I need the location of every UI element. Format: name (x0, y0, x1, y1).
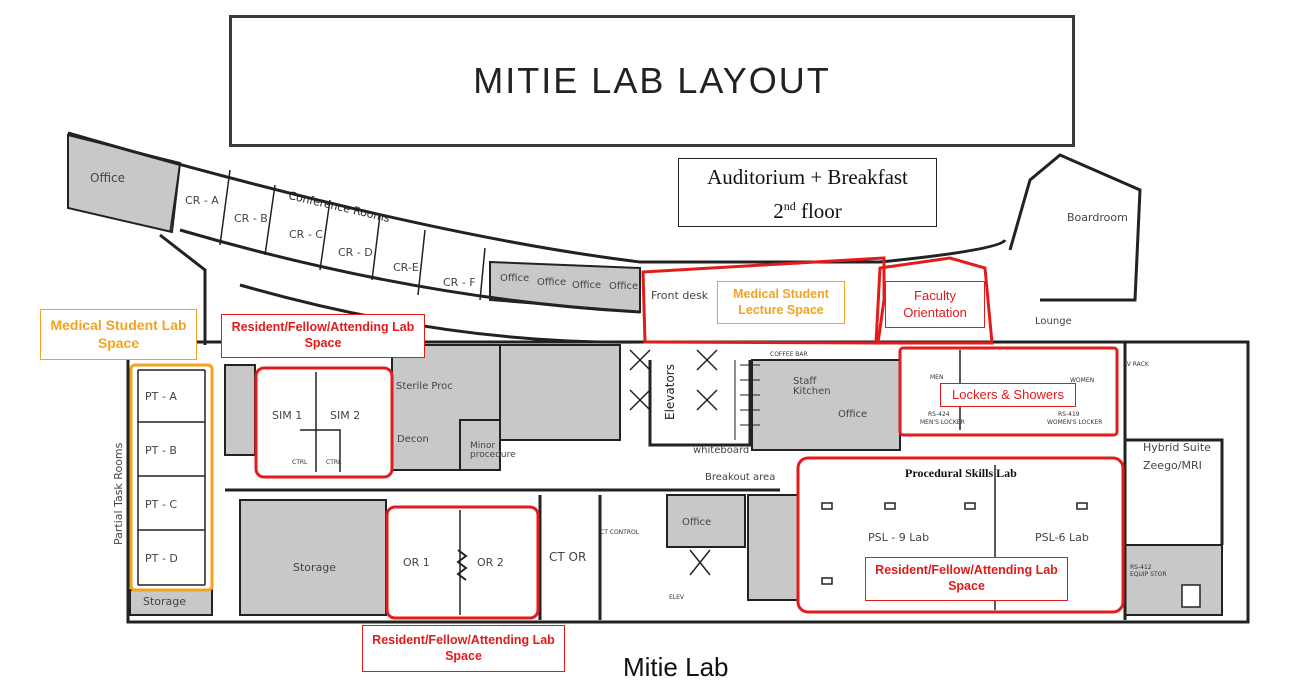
room-label: Lounge (1035, 316, 1072, 327)
room-label: whiteboard (693, 445, 750, 456)
room-label: CR - D (338, 246, 373, 259)
room-label: RS-419 (1058, 411, 1080, 418)
auditorium-line1: Auditorium + Breakfast (707, 165, 908, 189)
room-label: COFFEE BAR (770, 351, 808, 358)
medical-student-lecture-callout: Medical Student Lecture Space (717, 281, 845, 324)
room-label: Office (609, 281, 639, 292)
room-core-grey (499, 344, 621, 441)
room-label: MEN (930, 374, 944, 381)
sim-lab-outline (254, 366, 394, 479)
wall-boardroom (1008, 153, 1142, 302)
room-label: Boardroom (1067, 211, 1128, 224)
room-label: CT CONTROL (600, 529, 640, 536)
lockers-outline (898, 346, 1119, 437)
room-label: CTRL (326, 459, 342, 466)
room-label: Office (682, 517, 712, 528)
room-label: Storage (143, 595, 187, 608)
room-label: Front desk (651, 289, 709, 302)
room-label: Office (838, 409, 868, 420)
room-label: Office (537, 277, 567, 288)
room-label: OR 2 (477, 556, 504, 569)
room-label: Office (572, 280, 602, 291)
room-label: CR-E (393, 261, 419, 274)
psl-title: Procedural Skills Lab (905, 466, 1017, 480)
page-title: MITIE LAB LAYOUT (473, 60, 831, 101)
wall-inner-curve (179, 228, 641, 314)
auditorium-note: Auditorium + Breakfast 2nd floor (678, 158, 937, 227)
room-label: AV RACK (1123, 361, 1149, 368)
room-label: OR 1 (403, 556, 430, 569)
room-label: CR - A (185, 194, 219, 207)
room-minor-shell (459, 419, 501, 471)
room-label: Decon (397, 434, 429, 445)
room-label: EQUIP STOR (1130, 571, 1167, 578)
front-desk-outline (641, 256, 886, 345)
room-label: PSL - 9 Lab (868, 531, 930, 544)
room-storage (239, 499, 387, 616)
floor-suffix: nd (783, 199, 796, 213)
room-label: Storage (293, 561, 337, 574)
room-label: CR - F (443, 276, 476, 289)
room-label: Office (500, 273, 530, 284)
room-label: CR - B (234, 212, 268, 225)
room-label: PT - D (145, 552, 178, 565)
room-rs412 (1124, 544, 1223, 616)
room-staff-kitchen (751, 359, 901, 451)
room-label: MEN'S LOCKER (920, 419, 965, 426)
wall-hybrid (1123, 342, 1224, 620)
title-box: MITIE LAB LAYOUT (229, 15, 1075, 147)
faculty-orientation-callout: Faculty Orientation (885, 281, 985, 328)
auditorium-line2: 2nd floor (679, 192, 936, 226)
room-label: SIM 2 (330, 409, 361, 422)
or-lab-outline (385, 505, 540, 620)
floor-word: floor (795, 199, 842, 223)
room-label: RS-412 (1130, 564, 1152, 571)
room-label: CR - C (289, 228, 323, 241)
med-student-lab-outline (129, 363, 214, 592)
room-label: Hybrid Suite (1143, 441, 1211, 454)
partial-task-rooms-label: Partial Task Rooms (112, 442, 125, 545)
floor-number: 2 (773, 199, 784, 223)
room-office-center (666, 494, 746, 548)
medical-student-lab-callout: Medical Student Lab Space (40, 309, 197, 360)
psl-outline (796, 456, 1125, 614)
resident-lab-callout-bottom: Resident/Fellow/Attending Lab Space (362, 625, 565, 672)
room-label: RS-424 (928, 411, 950, 418)
floor-name: Mitie Lab (623, 652, 729, 682)
room-label: Sterile Proc (396, 381, 453, 392)
resident-lab-callout-top: Resident/Fellow/Attending Lab Space (221, 314, 425, 358)
room-label: SIM 1 (272, 409, 303, 422)
resident-lab-callout-psl: Resident/Fellow/Attending Lab Space (865, 557, 1068, 601)
room-label: Breakout area (705, 472, 776, 483)
room-label: Office (90, 171, 126, 185)
room-label: Minor procedure (470, 441, 516, 460)
faculty-outline (874, 256, 994, 345)
lockers-showers-callout: Lockers & Showers (940, 383, 1076, 407)
room-grey-right (747, 494, 799, 601)
room-label: WOMEN (1070, 377, 1095, 384)
room-label: CTRL (292, 459, 308, 466)
room-left-grey (224, 364, 256, 456)
room-label: ELEV (669, 594, 685, 601)
room-label: PT - A (145, 390, 177, 403)
elevators-label: Elevators (663, 364, 677, 420)
room-label: PT - C (145, 498, 177, 511)
room-label: Staff Kitchen (793, 376, 831, 397)
room-label: PSL-6 Lab (1035, 531, 1089, 544)
room-label: Zeego/MRI (1143, 459, 1202, 472)
room-label: WOMEN'S LOCKER (1047, 419, 1103, 426)
room-label: CT OR (549, 550, 587, 564)
room-label: PT - B (145, 444, 177, 457)
